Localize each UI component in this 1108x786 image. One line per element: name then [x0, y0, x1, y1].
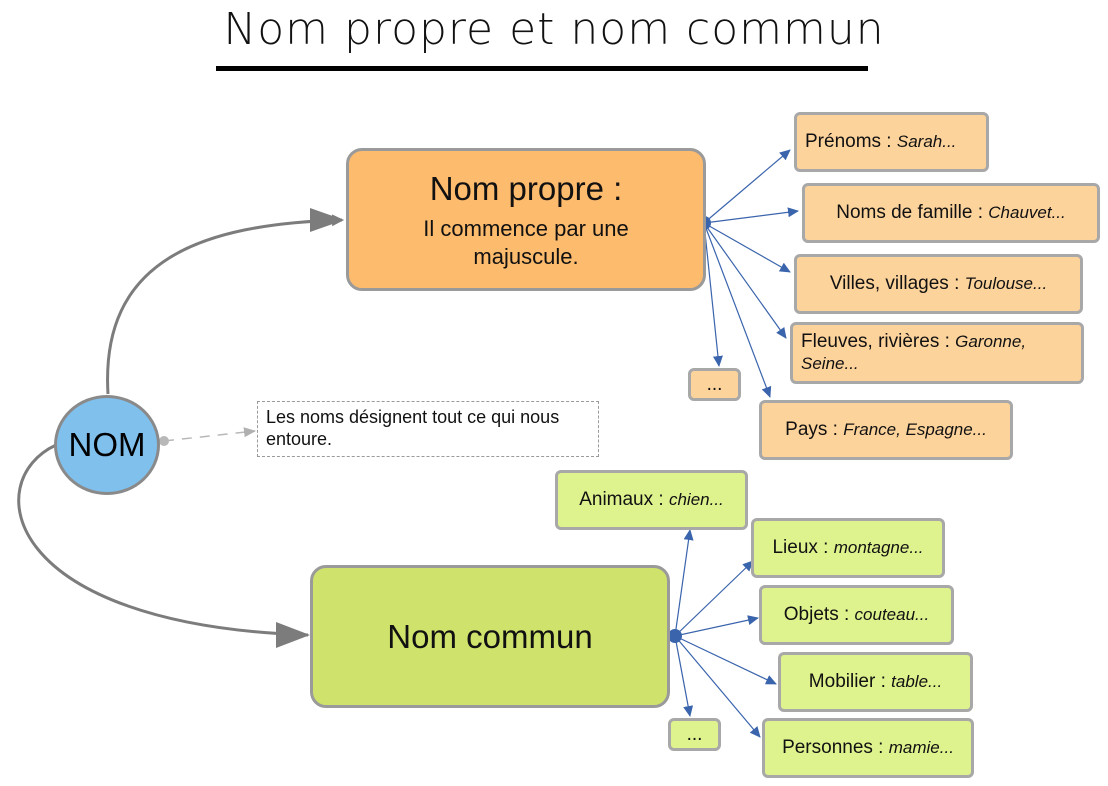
nom-commun-box: Nom commun [310, 565, 670, 708]
leaf-label: Fleuves, rivières : [801, 331, 956, 352]
connector-animaux [674, 529, 694, 637]
nom-propre-box: Nom propre : Il commence par une majuscu… [346, 148, 706, 291]
note-dot [159, 436, 169, 446]
leaf-label: Animaux : [579, 489, 669, 510]
connector-lieux [674, 560, 754, 637]
leaf-example: table... [891, 672, 943, 691]
leaf-example: couteau... [854, 605, 930, 624]
connector-pays [703, 222, 772, 398]
leaf-personnes: Personnes : mamie... [762, 718, 974, 778]
connector-fleuves [703, 222, 787, 339]
leaf-lieux: Lieux : montagne... [751, 518, 945, 578]
connector-objets [674, 615, 759, 637]
link-nom-note [163, 427, 256, 442]
leaf-noms-de-famille: Noms de famille : Chauvet... [802, 183, 1100, 243]
leaf-example: Toulouse... [964, 274, 1048, 293]
leaf-example: Chauvet... [988, 203, 1066, 222]
leaf-label: Prénoms : [805, 131, 897, 152]
leaf-fleuves: Fleuves, rivières : Garonne, Seine... [790, 322, 1084, 384]
nom-propre-title: Nom propre : [429, 169, 623, 207]
leaf-example: Sarah... [896, 132, 957, 151]
connector-commun-more [674, 635, 694, 717]
nom-node: NOM [54, 395, 160, 495]
leaf-example: montagne... [833, 538, 924, 557]
link-nom-propre [106, 214, 344, 395]
leaf-label: Objets : [783, 604, 855, 625]
connector-villes [703, 222, 791, 273]
leaf-objets: Objets : couteau... [759, 585, 954, 645]
leaf-mobilier: Mobilier : table... [778, 652, 973, 712]
title-underline [216, 66, 868, 71]
connector-propre-more [703, 222, 723, 367]
leaf-label: Pays : [785, 419, 844, 440]
arrowhead-propre [310, 208, 344, 232]
leaf-label: Personnes : [782, 737, 889, 758]
leaf-villes: Villes, villages : Toulouse... [794, 254, 1083, 314]
connector-personnes [674, 635, 761, 738]
leaf-label: Noms de famille : [836, 202, 989, 223]
leaf-label: Mobilier : [808, 671, 892, 692]
leaf-propre-more: ... [688, 368, 741, 401]
page-title: Nom propre et nom commun [223, 4, 885, 55]
commun-hub [668, 629, 682, 643]
nom-propre-desc: Il commence par une majuscule. [423, 215, 629, 269]
connector-famille [703, 207, 799, 224]
leaf-label: Lieux : [772, 537, 834, 558]
leaf-example: mamie... [888, 738, 954, 757]
leaf-commun-more: ... [668, 718, 721, 751]
leaf-pays: Pays : France, Espagne... [759, 400, 1013, 460]
definition-note: Les noms désignent tout ce qui nous ento… [257, 401, 599, 457]
leaf-animaux: Animaux : chien... [555, 470, 748, 530]
connector-prenoms [703, 149, 791, 224]
nom-commun-title: Nom commun [387, 617, 593, 655]
link-nom-commun [17, 443, 309, 637]
leaf-example: France, Espagne... [843, 420, 987, 439]
connector-mobilier [674, 635, 777, 685]
leaf-example: Garonne, Seine... [801, 332, 1027, 373]
leaf-prenoms: Prénoms : Sarah... [794, 112, 989, 172]
leaf-label: Villes, villages : [829, 273, 965, 294]
leaf-example: chien... [668, 490, 724, 509]
arrowhead-commun [276, 622, 310, 648]
